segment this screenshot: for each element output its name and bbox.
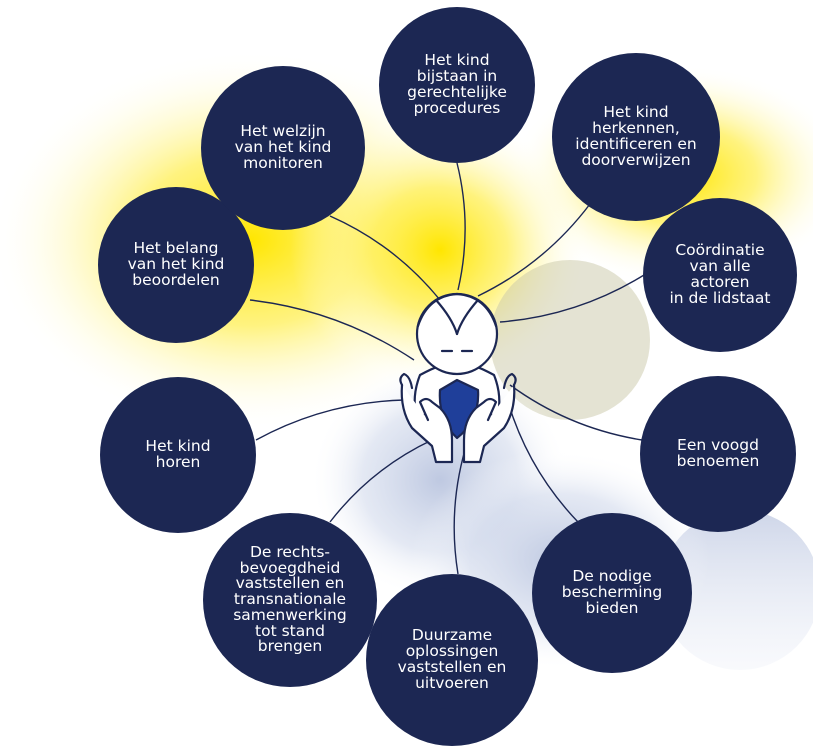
connector-assist-proceedings <box>456 162 466 291</box>
node-label: Duurzame oplossingen vaststellen en uitv… <box>397 626 507 692</box>
node-protection: De nodige bescherming bieden <box>532 513 692 673</box>
connector-identify-refer <box>477 203 591 297</box>
node-monitor-welfare: Het welzijn van het kind monitoren <box>201 66 365 230</box>
connector-coordination <box>499 274 645 323</box>
connector-monitor-welfare <box>329 215 441 301</box>
node-label: De nodige bescherming bieden <box>561 567 663 617</box>
node-label: Een voogd benoemen <box>676 436 760 470</box>
node-guardian: Een voogd benoemen <box>640 376 796 532</box>
node-assist-proceedings: Het kind bijstaan in gerechtelijke proce… <box>379 7 535 163</box>
connector-protection <box>507 401 579 523</box>
node-label: Coördinatie van alle actoren in de lidst… <box>669 241 771 307</box>
connector-hear-child <box>255 399 405 441</box>
node-label: De rechts- bevoegdheid vaststellen en tr… <box>233 542 347 656</box>
node-durable-solutions: Duurzame oplossingen vaststellen en uitv… <box>366 574 538 746</box>
node-label: Het kind bijstaan in gerechtelijke proce… <box>407 51 507 117</box>
node-identify-refer: Het kind herkennen, identificeren en doo… <box>552 53 720 221</box>
node-best-interest: Het belang van het kind beoordelen <box>98 187 254 343</box>
child-holding-shield-in-hands-icon <box>399 292 517 464</box>
connector-best-interest <box>249 299 415 361</box>
connector-jurisdiction <box>329 439 433 523</box>
node-coordination: Coördinatie van alle actoren in de lidst… <box>643 198 797 352</box>
blue-shadow-circle-1 <box>490 260 650 420</box>
node-label: Het kind horen <box>145 437 211 471</box>
node-label: Het belang van het kind beoordelen <box>127 239 225 289</box>
connector-guardian <box>509 384 643 441</box>
node-label: Het welzijn van het kind monitoren <box>234 122 332 172</box>
node-jurisdiction: De rechts- bevoegdheid vaststellen en tr… <box>203 513 377 687</box>
node-label: Het kind herkennen, identificeren en doo… <box>575 103 697 169</box>
node-hear-child: Het kind horen <box>100 377 256 533</box>
